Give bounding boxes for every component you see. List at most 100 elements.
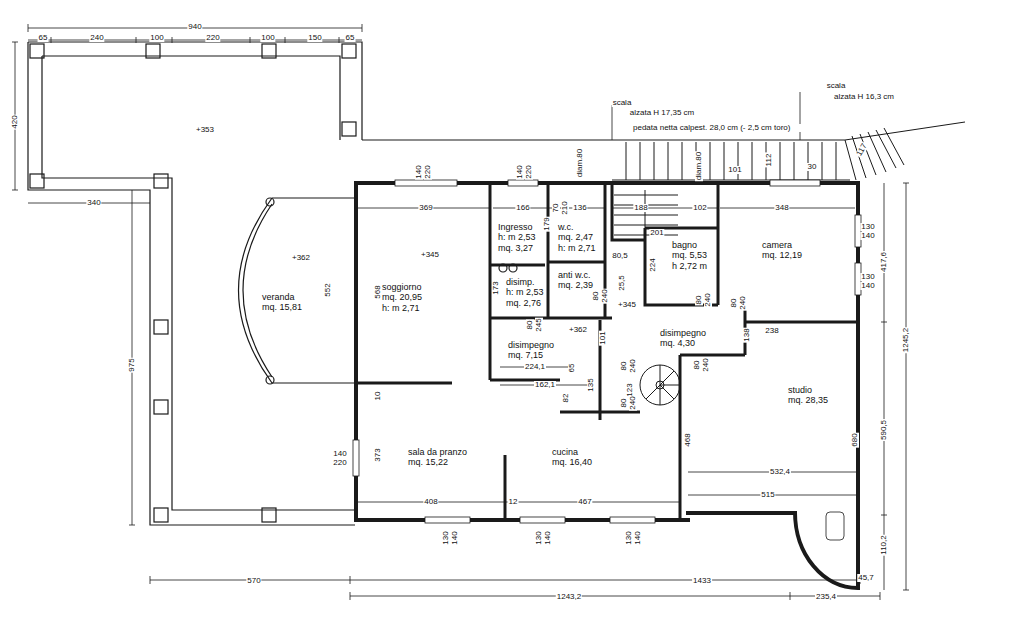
dimension-label: 140 <box>860 282 875 290</box>
dimension-label: 80 <box>695 295 703 306</box>
dimension-label: 140 <box>860 232 875 240</box>
dimension-label: 220 <box>332 459 347 467</box>
dimension-label: 80 <box>620 398 628 409</box>
dimension-line <box>881 183 887 590</box>
dimension-label: 238 <box>764 327 779 335</box>
veranda-outline <box>272 198 356 383</box>
room: disimpegnomq. 7,15 <box>508 340 554 361</box>
dimension-label: 468 <box>684 432 692 447</box>
dimension-line <box>350 592 880 600</box>
room-data: mq. 4,30 <box>660 338 706 348</box>
room-name: anti w.c. <box>558 270 593 280</box>
dimension-line <box>129 190 135 525</box>
dimension-label: 417,6 <box>880 251 888 273</box>
dimension-label: 570 <box>246 577 261 585</box>
dimension-label: 166 <box>515 204 530 212</box>
room-data: mq. 16,40 <box>552 457 592 467</box>
dimension-label: 680 <box>851 432 859 447</box>
wall <box>490 264 545 267</box>
room-name: camera <box>762 240 802 250</box>
stair-steps <box>845 128 904 180</box>
dimension-label: 179 <box>543 216 551 231</box>
dimension-label: 224,1 <box>524 363 546 371</box>
pillar <box>30 174 44 188</box>
dimension-line <box>903 183 909 590</box>
pillar <box>154 400 168 414</box>
window <box>855 215 861 247</box>
leader-line <box>612 92 800 140</box>
dimension-label: 65 <box>568 363 576 374</box>
window <box>508 180 538 186</box>
dimension-label: 25,5 <box>618 274 626 292</box>
boundary-line <box>362 139 612 140</box>
dimension-label: scala <box>612 99 633 107</box>
dimension-label: 188 <box>633 204 648 212</box>
pillar <box>262 44 276 58</box>
dimension-label: 80 <box>526 320 534 331</box>
pillar <box>146 44 160 58</box>
dimension-label: 140 <box>634 530 642 545</box>
dimension-label: 70 <box>552 203 560 214</box>
dimension-label: 130 <box>625 530 633 545</box>
dimension-label: 80 <box>693 360 701 371</box>
stair-steps <box>626 142 836 180</box>
room-name: soggiorno <box>382 282 422 292</box>
dimension-label: 101 <box>599 330 607 345</box>
room-name: w.c. <box>558 222 596 232</box>
spiral-stair <box>646 365 680 405</box>
pergola-outline <box>28 42 362 140</box>
dimension-label: 12 <box>508 498 519 506</box>
room-name: bagno <box>672 240 707 250</box>
room: bagnomq. 5,53h 2,72 m <box>672 240 707 271</box>
dimension-label: 173 <box>492 280 500 295</box>
room: cameramq. 12,19 <box>762 240 802 261</box>
window <box>520 517 565 523</box>
wall <box>356 380 560 383</box>
column <box>499 264 507 272</box>
pillar <box>342 122 356 136</box>
room-data: mq. 2,47 <box>558 232 596 242</box>
dimension-label: 162,1 <box>534 381 556 389</box>
dimension-label: 224 <box>649 257 657 272</box>
dimension-label: diam.80 <box>695 151 703 181</box>
wall <box>356 183 858 513</box>
dimension-label: 140 <box>332 450 347 458</box>
room-data: mq. 5,53 <box>672 250 707 260</box>
wall <box>717 185 720 305</box>
room-data: mq. 20,95 <box>382 292 422 302</box>
dimension-label: 100 <box>149 34 164 42</box>
dimension-label: 552 <box>324 282 332 297</box>
dimension-label: 369 <box>418 204 433 212</box>
room: soggiornomq. 20,95h: m 2,71 <box>382 282 422 313</box>
dimension-label: 140 <box>415 164 423 179</box>
room-name: disimp. <box>506 277 544 287</box>
dimension-label: 220 <box>205 34 220 42</box>
window <box>610 517 655 523</box>
stair-outline <box>612 122 965 180</box>
windows <box>353 180 861 540</box>
wall <box>560 320 640 420</box>
veranda-outline <box>239 198 273 383</box>
dimension-label: alzata H 17,35 cm <box>629 109 695 117</box>
dimension-label: 150 <box>307 34 322 42</box>
pillar <box>154 508 168 522</box>
pergola-outline <box>28 42 355 525</box>
pergola <box>28 42 612 525</box>
room-name: disimpegno <box>660 328 706 338</box>
dimension-label: 102 <box>692 204 707 212</box>
dimension-label: 82 <box>562 393 570 404</box>
dimension-label: 235,4 <box>815 593 837 601</box>
dimension-label: pedata netta calpest. 28,0 cm (- 2,5 cm … <box>632 124 804 132</box>
dimension-label: 45,7 <box>857 574 875 582</box>
dimension-line <box>150 576 862 584</box>
dimension-label: 240 <box>704 292 712 307</box>
pillar <box>262 508 276 522</box>
dimension-label: 80 <box>730 298 738 309</box>
dimension-label: 110,2 <box>880 534 888 555</box>
room-data: mq. 12,19 <box>762 250 802 260</box>
room: disimpegnomq. 4,30 <box>660 328 706 349</box>
dimension-label: 515 <box>760 491 775 499</box>
room: sala da pranzomq. 15,22 <box>408 447 467 468</box>
dimension-label: 240 <box>629 395 637 410</box>
